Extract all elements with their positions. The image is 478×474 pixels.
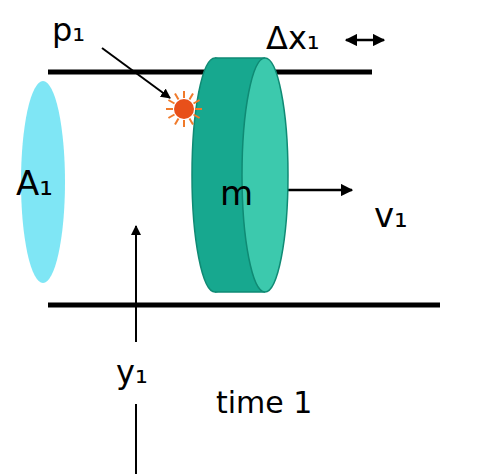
burst-ray: [175, 93, 179, 99]
burst-ray: [183, 91, 185, 98]
burst-ray: [175, 119, 179, 125]
burst-ray: [168, 115, 174, 119]
burst-ray: [190, 93, 194, 99]
pressure-label: p₁: [52, 14, 85, 46]
pressure-point: [174, 99, 194, 119]
width-label: Δx₁: [266, 22, 320, 54]
mass-label: m: [220, 176, 253, 210]
time-label: time 1: [216, 388, 312, 418]
velocity-label: v₁: [374, 198, 408, 232]
leader-line: [102, 48, 170, 98]
burst-ray: [183, 120, 185, 127]
burst-ray: [168, 100, 174, 104]
burst-ray: [166, 108, 173, 110]
pipe-wall: [48, 303, 440, 308]
burst-ray: [190, 119, 194, 125]
fluid-mass-shape: [190, 56, 290, 294]
fluid-mass: m: [190, 56, 290, 294]
front-face: [242, 58, 288, 292]
height-label: y₁: [116, 356, 148, 388]
area-label: A₁: [16, 166, 53, 200]
height-line: [135, 404, 137, 474]
area-ellipse: A₁: [20, 80, 66, 284]
width-arrow: [346, 39, 384, 42]
height-arrow: [135, 226, 137, 342]
